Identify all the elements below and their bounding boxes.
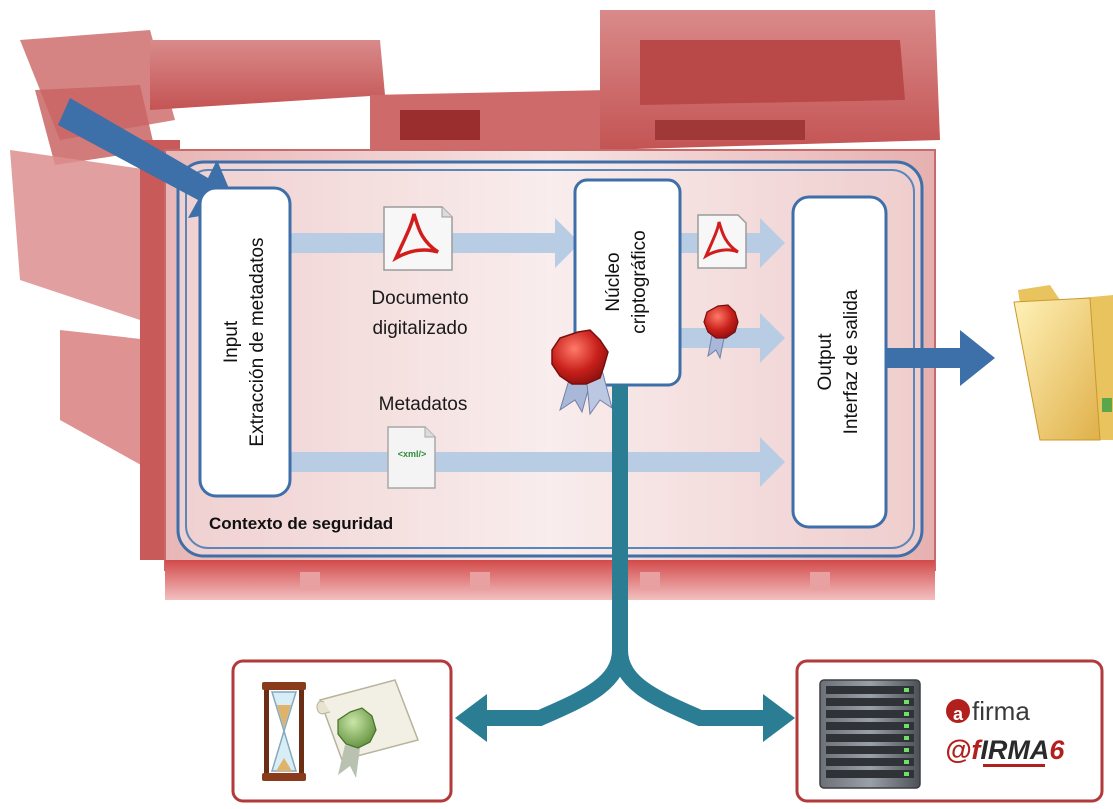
output-box-label: Output Interfaz de salida: [811, 232, 867, 492]
crypto-box-subtitle: criptográfico: [629, 230, 650, 334]
diploma-icon: [316, 679, 419, 778]
input-box-title: Input: [221, 320, 242, 364]
xml-icon-text: <xml/>: [397, 449, 427, 459]
hourglass-icon: [262, 682, 306, 781]
document-label-line1: Documento: [371, 288, 469, 309]
afirma-logo-mark: [946, 699, 970, 723]
afirma6-number: 6: [1049, 735, 1065, 765]
document-label: Documento digitalizado: [350, 284, 490, 344]
input-box-label: Input Extracción de metadatos: [217, 193, 273, 491]
seal-icon: [551, 329, 613, 416]
input-arrow: [58, 98, 238, 218]
input-box: [198, 186, 292, 498]
security-context-label: Contexto de seguridad: [209, 514, 394, 533]
server-rack-icon: [819, 679, 921, 789]
afirma6-word: IRMA: [980, 735, 1050, 765]
folder-icon: [1013, 285, 1113, 441]
output-box-title: Output: [815, 333, 836, 391]
crypto-box-label: Núcleo criptográfico: [599, 197, 655, 367]
crypto-box-title: Núcleo: [603, 252, 624, 312]
document-label-line2: digitalizado: [372, 318, 468, 339]
xml-document-icon: [387, 426, 436, 489]
pdf-document-icon: [697, 214, 747, 269]
afirma6-prefix: @f: [945, 735, 981, 765]
seal-icon: [703, 304, 739, 360]
output-box-subtitle: Interfaz de salida: [841, 289, 862, 435]
service-arrow-left: [455, 694, 487, 742]
afirma6-underline: [983, 764, 1045, 767]
pdf-document-icon: [383, 206, 453, 271]
metadata-label: Metadatos: [378, 394, 468, 415]
service-connector: [475, 385, 775, 726]
input-box-subtitle: Extracción de metadatos: [247, 237, 268, 447]
service-arrow-right: [763, 694, 795, 742]
afirma6-logo: @fIRMA6: [945, 735, 1064, 765]
afirma-logo-letter: a: [952, 704, 963, 724]
afirma-logo-word: firma: [972, 696, 1030, 726]
output-arrow: [886, 330, 995, 386]
